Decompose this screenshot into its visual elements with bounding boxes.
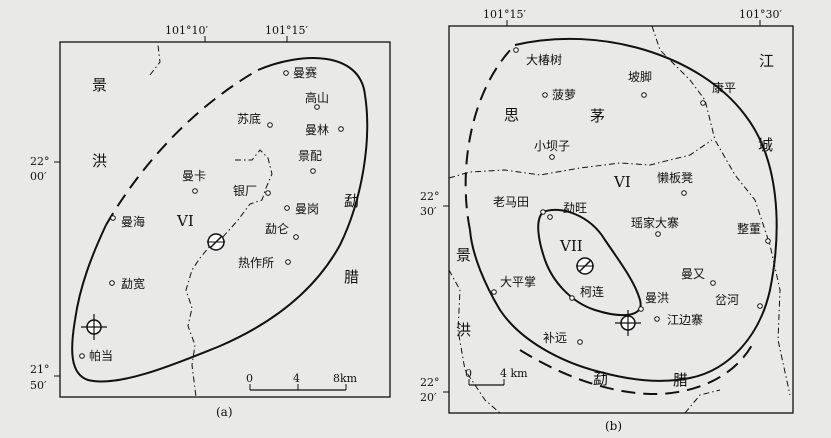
region-label: 城 — [758, 136, 773, 154]
place-label: 坡脚 — [628, 69, 652, 84]
place-label: 勐仑 — [265, 222, 289, 236]
isoseismal-vii-line — [537, 208, 642, 317]
isoseismal-vi-line — [469, 37, 778, 382]
scale-label: 4 — [293, 372, 300, 385]
county-boundary — [448, 25, 791, 414]
lat-tick-a: 21° — [30, 363, 50, 376]
map-b-frame — [448, 25, 794, 414]
place-label: 懒板凳 — [657, 170, 693, 185]
county-boundary — [149, 44, 273, 398]
place-label: 菠萝 — [552, 88, 576, 102]
region-label: 茅 — [590, 107, 605, 125]
region-label: 江 — [759, 52, 774, 70]
caption-b: (b) — [605, 419, 622, 433]
place-label: 热作所 — [238, 256, 274, 270]
lat-tick-a: 50′ — [30, 379, 47, 392]
scale-label: 8km — [333, 372, 358, 385]
place-label: 高山 — [305, 90, 329, 105]
lat-tick-a: 22° — [30, 155, 50, 168]
place-label: 曼卡 — [182, 169, 206, 183]
place-label: 柯连 — [580, 284, 604, 299]
place-label: 银厂 — [233, 184, 257, 198]
lon-tick-a: 101°15′ — [265, 24, 308, 37]
lat-tick-b: 30′ — [420, 205, 437, 218]
region-label: 洪 — [456, 321, 471, 339]
place-label: 岔河 — [715, 293, 739, 307]
instrumental-epicenter-icon — [615, 310, 641, 336]
scale-bar-a: 0 4 8km — [246, 372, 358, 391]
place-label: 瑶家大寨 — [631, 215, 679, 230]
place-label: 曼林 — [305, 123, 329, 137]
caption-a: (a) — [216, 405, 233, 419]
place-label: 大椿树 — [526, 52, 562, 67]
lon-tick-a: 101°10′ — [165, 24, 208, 37]
isoseismal-vi-dashed — [464, 44, 753, 396]
place-label: 景配 — [298, 149, 322, 163]
place-label: 曼岗 — [295, 202, 319, 216]
lat-tick-b: 22° — [420, 376, 440, 389]
region-label: 景 — [92, 76, 107, 94]
intensity-label: VII — [559, 237, 583, 255]
place-label: 补远 — [543, 331, 567, 345]
region-label: 腊 — [673, 371, 688, 389]
region-label: 洪 — [92, 152, 107, 170]
isoseismal-line — [71, 57, 369, 383]
macro-epicenter-icon — [576, 257, 594, 275]
intensity-label: VI — [613, 173, 631, 191]
place-label: 整董 — [737, 221, 761, 236]
isoseismal-line-dashed — [105, 69, 259, 226]
lon-tick-b: 101°30′ — [739, 8, 782, 21]
place-label: 曼海 — [121, 214, 145, 229]
place-label: 大平掌 — [500, 275, 536, 289]
place-label: 老马田 — [493, 195, 529, 209]
macro-epicenter-icon — [207, 233, 225, 251]
region-label: 勐 — [344, 192, 359, 210]
place-label: 小坝子 — [534, 139, 570, 153]
map-a: 101°10′ 101°15′ 22° 00′ 21° 50′ 景 洪 勐 腊 … — [30, 24, 391, 419]
place-label: 勐旺 — [563, 201, 587, 215]
region-label: 腊 — [344, 268, 359, 286]
scale-label: 0 — [246, 372, 253, 385]
map-b: 101°15′ 101°30′ 22° 30′ 22° 20′ 江 城 思 茅 … — [420, 8, 794, 433]
lat-tick-b: 20′ — [420, 391, 437, 404]
intensity-label: VI — [176, 212, 194, 230]
region-label: 景 — [456, 246, 471, 264]
place-label: 曼赛 — [293, 65, 317, 80]
place-label: 帕当 — [89, 348, 113, 363]
place-label: 康平 — [712, 80, 736, 95]
region-label: 勐 — [593, 370, 608, 388]
scale-label: 0 — [465, 367, 472, 380]
lon-tick-b: 101°15′ — [483, 8, 526, 21]
scale-bar-b: 0 4 km — [465, 367, 528, 386]
place-label: 江边寨 — [667, 312, 703, 327]
lat-tick-a: 00′ — [30, 170, 47, 183]
place-label: 勐宽 — [121, 276, 145, 291]
place-label: 曼又 — [681, 267, 705, 281]
lat-tick-b: 22° — [420, 190, 440, 203]
scale-label: 4 km — [500, 367, 528, 380]
instrumental-epicenter-icon — [81, 314, 107, 340]
region-label: 思 — [504, 106, 519, 124]
place-label: 苏底 — [237, 111, 261, 126]
place-label: 曼洪 — [645, 291, 669, 305]
map-a-frame — [59, 41, 391, 398]
